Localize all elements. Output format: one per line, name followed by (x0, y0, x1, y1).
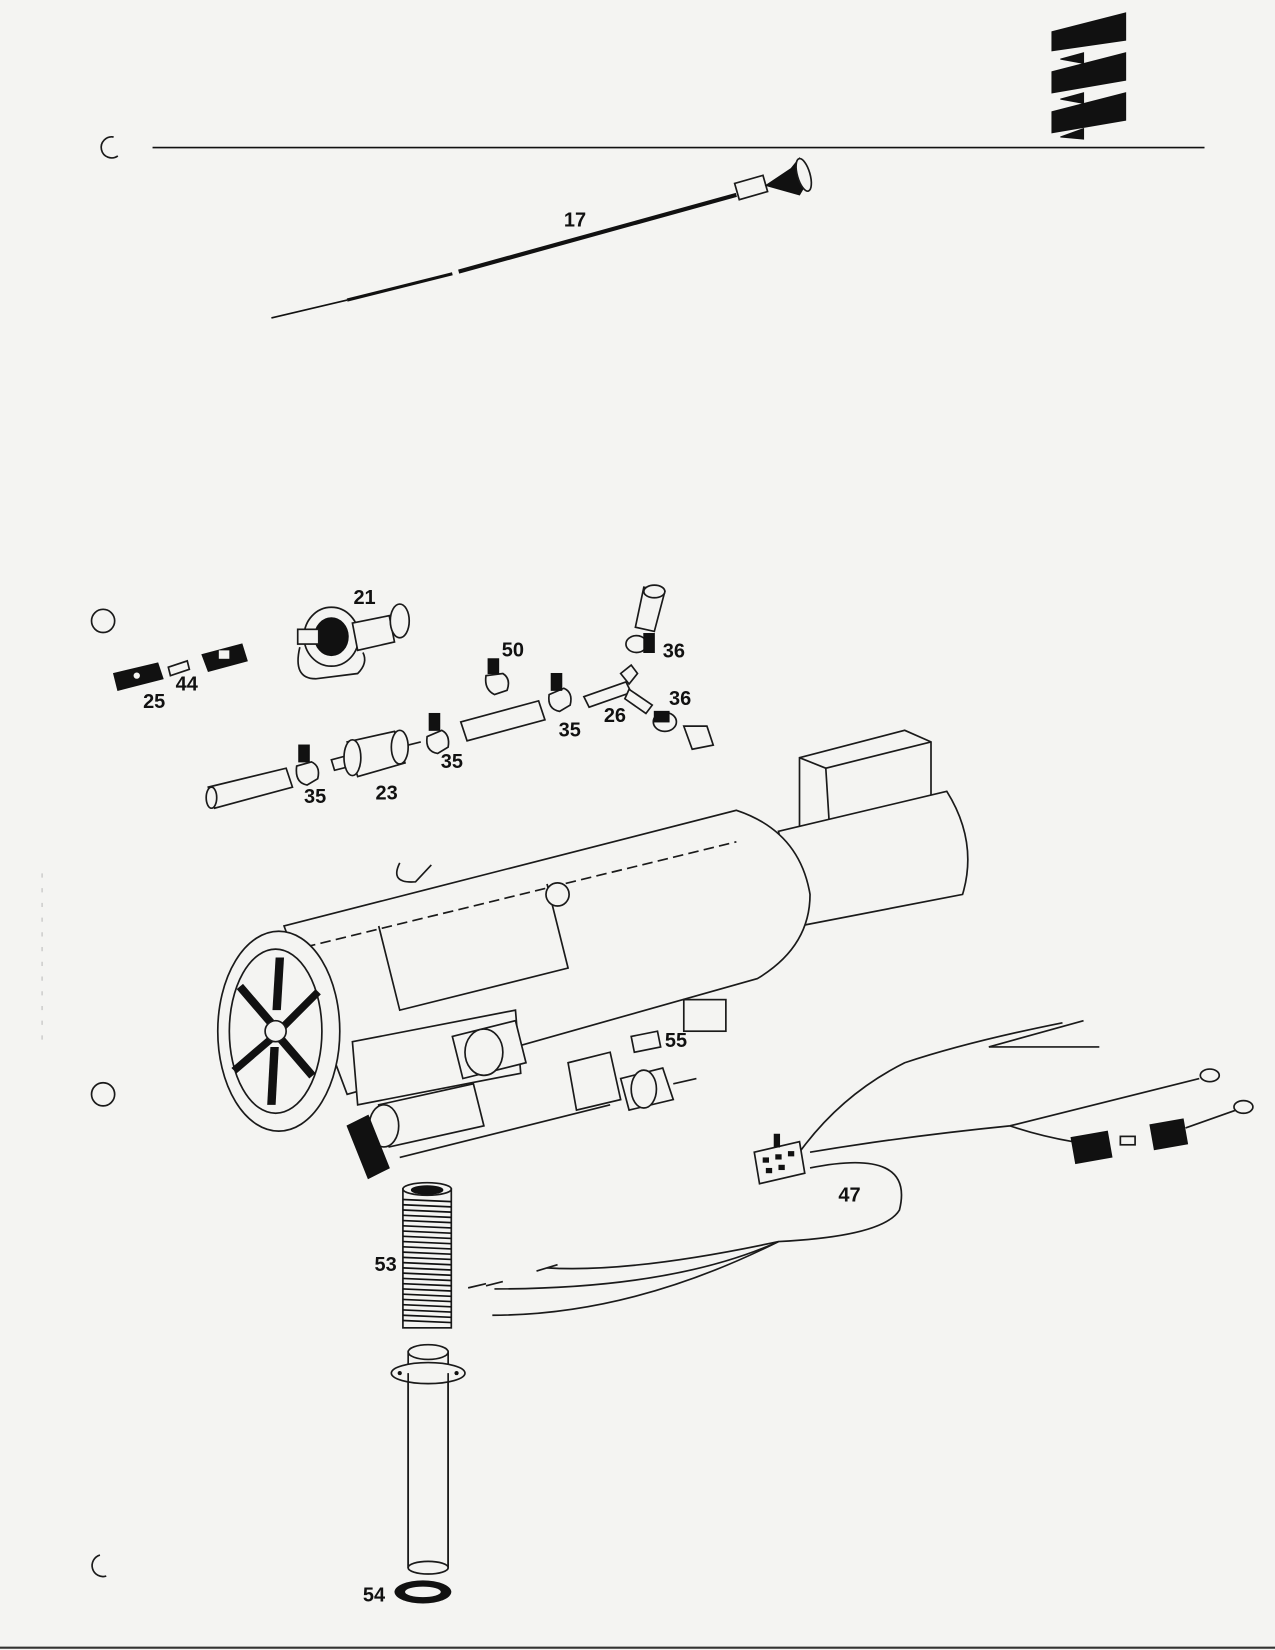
part-26-tee (582, 663, 654, 715)
pipe-rib (402, 1303, 452, 1308)
part-21 (296, 603, 411, 680)
part-17-cable (271, 157, 813, 319)
pipe-rib (402, 1203, 452, 1208)
part-54-ring (394, 1580, 452, 1604)
part-36-clamps (625, 584, 715, 751)
exhaust-tube (390, 1343, 466, 1575)
part-53-flex-pipe (402, 1181, 453, 1329)
label-53: 53 (375, 1254, 397, 1276)
label-23: 23 (376, 783, 398, 805)
pipe-rib (402, 1209, 452, 1213)
label-35-b: 35 (441, 751, 463, 773)
label-55: 55 (665, 1030, 687, 1052)
label-17: 17 (564, 209, 586, 231)
pipe-rib (402, 1277, 452, 1282)
part-25-connector (112, 662, 164, 691)
pipe-rib (402, 1235, 452, 1240)
part-55 (630, 1030, 662, 1054)
pipe-rib (402, 1288, 452, 1292)
fuel-line-parts (205, 672, 572, 810)
pipe-rib (402, 1198, 452, 1203)
label-36-a: 36 (663, 641, 685, 663)
label-54: 54 (363, 1584, 385, 1606)
pipe-rib (402, 1256, 452, 1261)
pipe-rib (402, 1282, 452, 1287)
label-47: 47 (838, 1185, 860, 1207)
pipe-rib (402, 1219, 452, 1224)
label-26: 26 (604, 705, 626, 727)
label-35-a: 35 (304, 786, 326, 808)
pipe-rib (402, 1251, 452, 1256)
pipe-rib (402, 1214, 452, 1219)
pipe-rib (402, 1298, 452, 1303)
logo (1051, 12, 1127, 140)
label-50: 50 (502, 640, 524, 662)
pipe-rib (402, 1261, 452, 1266)
label-25: 25 (143, 691, 165, 713)
pipe-rib (402, 1309, 452, 1313)
label-36-b: 36 (669, 688, 691, 710)
part-50-clamp (484, 658, 510, 696)
pipe-rib (402, 1314, 452, 1319)
label-21: 21 (353, 587, 375, 609)
pipe-rib (402, 1230, 452, 1235)
punch-holes (90, 136, 119, 1578)
pipe-rib (402, 1272, 452, 1277)
pipe-rib (402, 1246, 452, 1250)
label-35-c: 35 (559, 720, 581, 742)
pipe-rib (402, 1224, 452, 1229)
pipe-rib (402, 1319, 452, 1324)
pipe-rib (402, 1267, 452, 1271)
part-47-wiring-harness (467, 1019, 1254, 1317)
label-44: 44 (176, 673, 198, 695)
heater-unit (216, 729, 969, 1180)
part-44-connector (167, 643, 248, 677)
pipe-rib (402, 1293, 452, 1298)
pipe-rib (402, 1240, 452, 1245)
